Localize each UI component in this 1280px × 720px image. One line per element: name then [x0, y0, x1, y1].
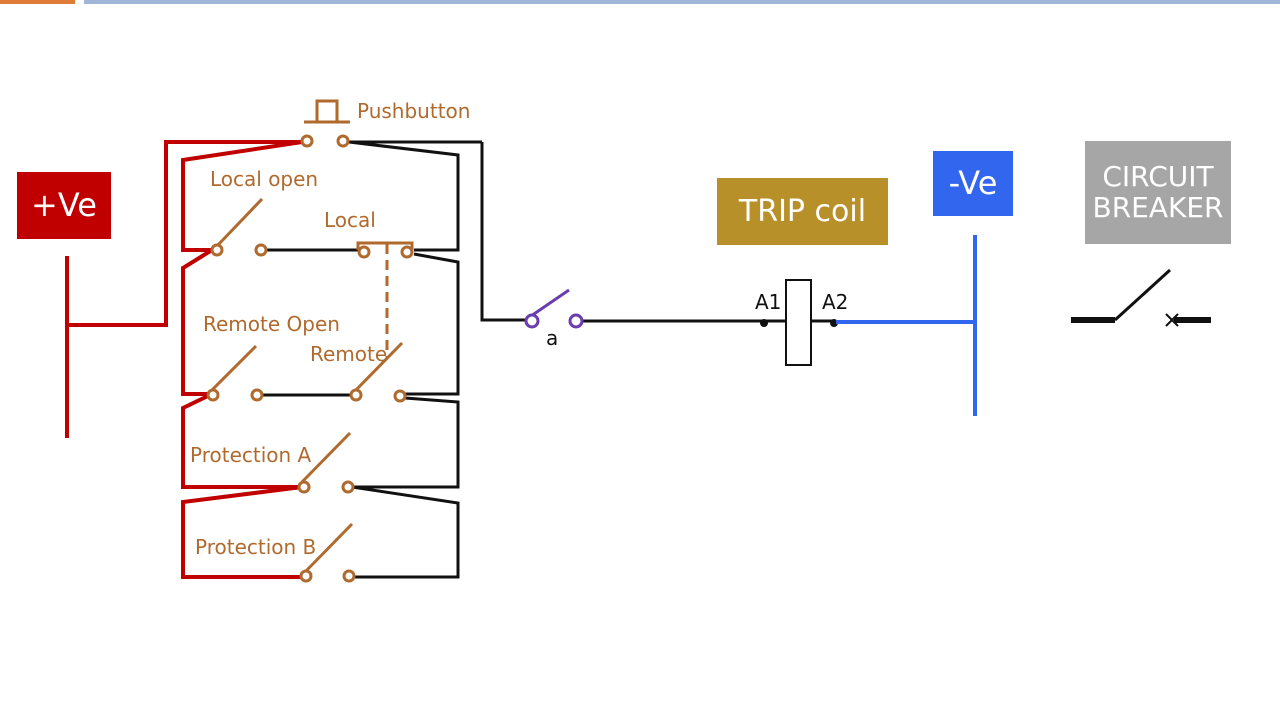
- remote-open-switch: [206, 344, 264, 402]
- pushbutton-label: Pushbutton: [357, 99, 470, 123]
- trip-coil-label: TRIP coil: [717, 178, 888, 245]
- trip-coil-symbol: [760, 279, 838, 366]
- local-open-switch: [210, 197, 268, 257]
- terminal-a2-label: A2: [822, 290, 848, 314]
- pushbutton-contact: [300, 99, 350, 148]
- terminal-a1-label: A1: [755, 290, 781, 314]
- trip-coil-text: TRIP coil: [738, 194, 867, 229]
- aux-contact-label: a: [546, 326, 558, 350]
- remote-switch: [349, 341, 407, 403]
- circuit-breaker-text-line2: BREAKER: [1092, 190, 1224, 224]
- protection-b-switch: [299, 522, 356, 583]
- positive-supply-label: +Ve: [17, 172, 111, 239]
- positive-bus: [65, 140, 303, 579]
- negative-supply-text: -Ve: [948, 163, 998, 202]
- title-rule: [84, 0, 1280, 4]
- title-accent-bar: [0, 0, 75, 4]
- negative-supply-label: -Ve: [933, 151, 1013, 216]
- positive-supply-text: +Ve: [31, 185, 97, 224]
- control-wiring: [261, 140, 764, 579]
- protection-b-label: Protection B: [195, 535, 316, 559]
- protection-a-switch: [297, 431, 355, 494]
- circuit-breaker-symbol: [1071, 268, 1211, 327]
- local-open-label: Local open: [210, 167, 318, 191]
- local-switch: [356, 241, 414, 358]
- negative-bus: [836, 235, 977, 416]
- circuit-breaker-text-line1: CIRCUIT: [1102, 159, 1214, 193]
- aux-contact-a: [524, 288, 584, 329]
- local-label: Local: [324, 208, 376, 232]
- remote-label: Remote: [310, 342, 387, 366]
- protection-a-label: Protection A: [190, 443, 312, 467]
- circuit-breaker-label: CIRCUIT BREAKER: [1085, 141, 1231, 244]
- remote-open-label: Remote Open: [203, 312, 340, 336]
